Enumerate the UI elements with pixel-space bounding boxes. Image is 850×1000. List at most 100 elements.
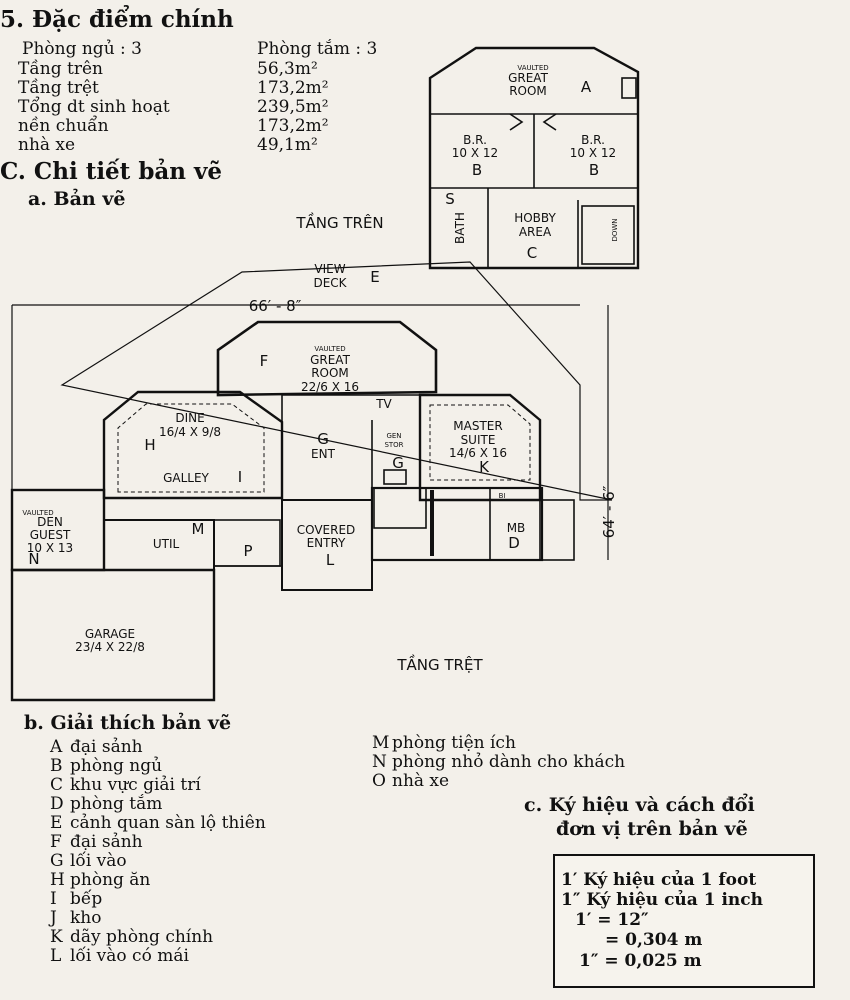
spec-label: Tầng trệt bbox=[18, 78, 99, 98]
legend-key: K bbox=[50, 927, 63, 947]
floor-plan-drawing: VAULTED GREAT ROOM A B.R. 10 X 12 B B.R.… bbox=[10, 46, 640, 702]
plan-text: VIEW bbox=[314, 262, 345, 276]
plan-letter: A bbox=[581, 78, 592, 96]
plan-text: 23/4 X 22/8 bbox=[75, 640, 145, 654]
spec-label: Tổng dt sinh hoạt bbox=[18, 97, 170, 117]
legend-heading: b. Giải thích bản vẽ bbox=[24, 712, 232, 734]
plan-text: ROOM bbox=[311, 366, 349, 380]
plan-text: VAULTED bbox=[22, 509, 53, 517]
plan-letter: H bbox=[144, 436, 155, 454]
plan-letter: L bbox=[326, 551, 335, 569]
plan-text: ROOM bbox=[509, 84, 547, 98]
plan-text: HOBBY bbox=[514, 211, 556, 225]
legend-key: N bbox=[372, 752, 387, 772]
spec-value: 173,2m² bbox=[257, 116, 329, 136]
unit-key-row: 1′ = 12″ bbox=[575, 910, 649, 930]
plan-text: GREAT bbox=[508, 71, 548, 85]
legend-value: cảnh quan sàn lộ thiên bbox=[70, 813, 266, 833]
spec-value: 49,1m² bbox=[257, 135, 318, 155]
plan-text: UTIL bbox=[153, 537, 180, 551]
unit-key-row: 1″ = 0,025 m bbox=[579, 951, 702, 971]
plan-text: 22/6 X 16 bbox=[301, 380, 359, 394]
plan-text: STOR bbox=[384, 441, 403, 449]
plan-text: COVERED bbox=[297, 523, 356, 537]
legend-value: phòng ăn bbox=[70, 870, 151, 890]
plan-letter: K bbox=[479, 458, 490, 476]
plan-text: 10 X 12 bbox=[452, 146, 498, 160]
legend-value: kho bbox=[70, 908, 102, 928]
legend-value: dãy phòng chính bbox=[70, 927, 214, 947]
plan-letter: B bbox=[589, 161, 599, 179]
plan-text: BATH bbox=[453, 212, 467, 244]
legend-key: A bbox=[50, 737, 63, 757]
features-heading: 5. Đặc điểm chính bbox=[0, 6, 234, 33]
spec-value: 239,5m² bbox=[257, 97, 329, 117]
plan-letter: F bbox=[260, 352, 269, 370]
plan-letter: M bbox=[192, 520, 205, 538]
plan-text: MASTER bbox=[453, 419, 502, 433]
legend-key: C bbox=[50, 775, 64, 795]
plan-letter: G bbox=[317, 430, 329, 448]
legend-value: phòng tiện ích bbox=[392, 733, 516, 753]
legend-value: bếp bbox=[70, 889, 103, 909]
plan-text: ENT bbox=[311, 447, 336, 461]
plan-letter: S bbox=[445, 190, 455, 208]
dimension-width: 66′ - 8″ bbox=[249, 297, 302, 315]
legend-value: lối vào bbox=[70, 851, 127, 871]
plan-text: VAULTED bbox=[517, 64, 548, 72]
plan-letter: I bbox=[238, 468, 242, 486]
plan-text: DINE bbox=[175, 411, 204, 425]
bedrooms-count: Phòng ngủ : 3 bbox=[22, 39, 142, 59]
spec-value: 173,2m² bbox=[257, 78, 329, 98]
unit-key-row: = 0,304 m bbox=[605, 930, 703, 950]
dimension-depth: 64′ - 6″ bbox=[600, 485, 618, 538]
plan-text: TV bbox=[375, 397, 392, 411]
plan-letter: E bbox=[370, 268, 379, 286]
bathrooms-count: Phòng tắm : 3 bbox=[257, 39, 378, 59]
plan-text: DECK bbox=[313, 276, 347, 290]
legend-key: O bbox=[372, 771, 386, 791]
plan-text: 10 X 13 bbox=[27, 541, 73, 555]
legend-value: phòng nhỏ dành cho khách bbox=[392, 752, 626, 772]
legend-key: H bbox=[50, 870, 65, 890]
plan-letter: G bbox=[392, 454, 404, 472]
details-heading: C. Chi tiết bản vẽ bbox=[0, 158, 223, 185]
legend-key: B bbox=[50, 756, 63, 776]
plan-text: DEN bbox=[37, 515, 63, 529]
legend-value: phòng ngủ bbox=[70, 756, 163, 776]
plan-text: BI bbox=[499, 492, 506, 500]
details-sub: a. Bản vẽ bbox=[28, 188, 126, 210]
legend-value: khu vực giải trí bbox=[70, 775, 201, 795]
plan-text: GUEST bbox=[30, 528, 71, 542]
plan-text: B.R. bbox=[463, 133, 487, 147]
legend-key: L bbox=[50, 946, 62, 966]
unit-key-row: 1″ Ký hiệu của 1 inch bbox=[561, 890, 763, 910]
spec-label: nền chuẩn bbox=[18, 116, 109, 136]
legend-value: lối vào có mái bbox=[70, 946, 189, 966]
plan-text: B.R. bbox=[581, 133, 605, 147]
plan-text: GEN bbox=[386, 432, 401, 440]
spec-label: Tầng trên bbox=[18, 59, 103, 79]
plan-letter: N bbox=[28, 550, 39, 568]
plan-text: VAULTED bbox=[314, 345, 345, 353]
upper-floor-title: TẦNG TRÊN bbox=[295, 211, 383, 232]
plan-letter: D bbox=[508, 534, 520, 552]
plan-text: 16/4 X 9/8 bbox=[159, 425, 221, 439]
plan-text: GARAGE bbox=[85, 627, 135, 641]
legend-key: M bbox=[372, 733, 390, 753]
unit-key-row: 1′ Ký hiệu của 1 foot bbox=[561, 870, 757, 890]
plan-text: SUITE bbox=[461, 433, 496, 447]
